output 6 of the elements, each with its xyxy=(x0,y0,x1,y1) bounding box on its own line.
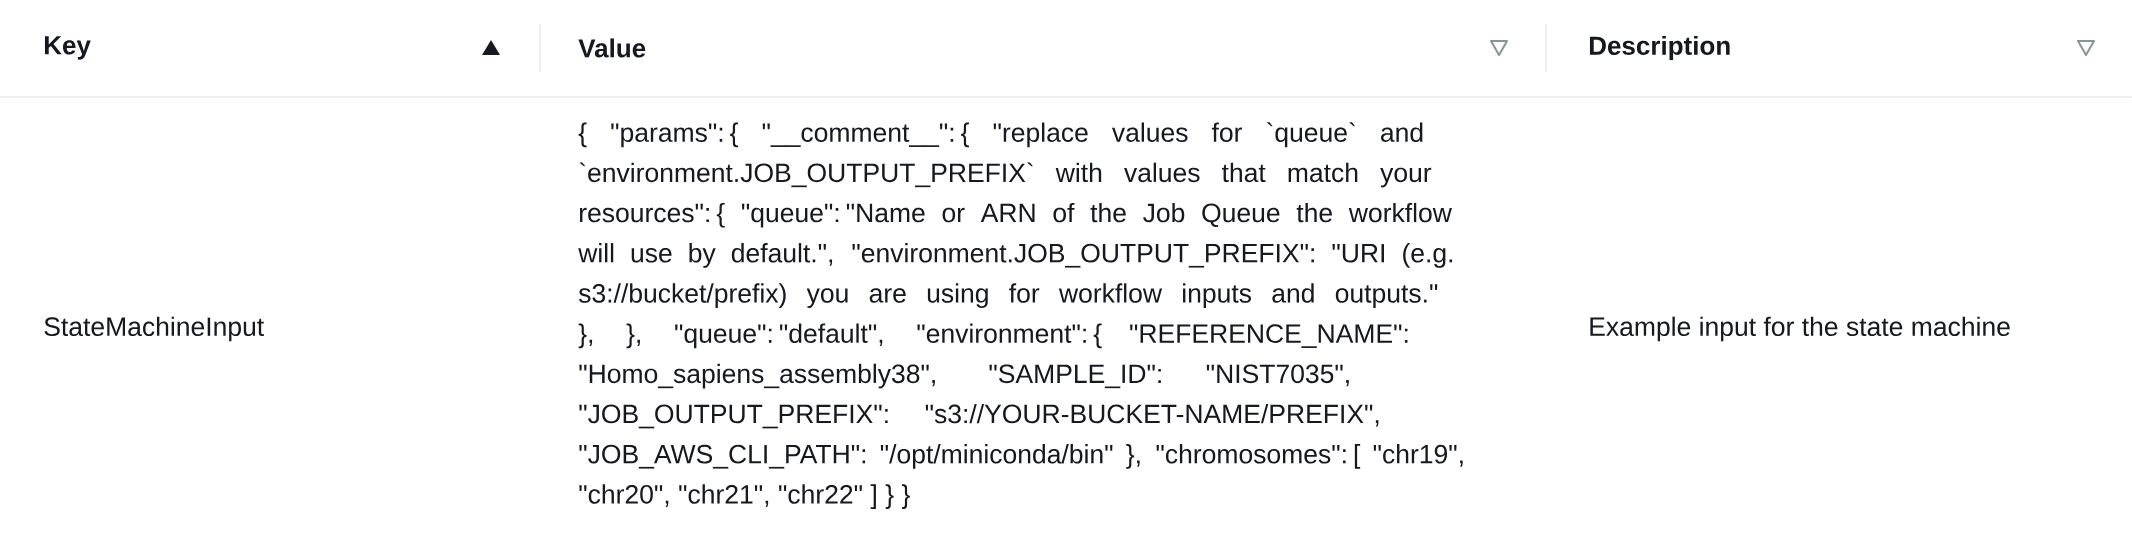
value-text: { "params": { "__comment__": { "replace values for `queue` and `environment.JOB_OUTPUT_PREFIX` with values that match your resources": { "queue": "Name or ARN of the Job Queue the workflow will use by default.", "environment.JOB_OUTPUT_PREFIX": "URI (e.g. s3://bucket/prefix) you are using for workflow inputs and outputs." }, }, "queue": "default", "environment": { "REFERENCE_NAME": "Homo_sapiens_assembly38", "SAMPLE_ID": "NIST7035", "JOB_OUTPUT_PREFIX": "s3://YOUR-BUCKET-NAME/PREFIX", "JOB_AWS_CLI_PATH": "/opt/miniconda/bin" }, "chromosomes": [ "chr19", "chr20", "chr21", "chr22" ] } } xyxy=(578,122,1463,509)
description-text: Example input for the state machine xyxy=(1590,316,2010,342)
column-header: Description xyxy=(1589,35,1730,61)
column-header: Key xyxy=(44,36,91,60)
column-header: Value xyxy=(578,38,646,58)
key-text: StateMachineInput xyxy=(44,316,264,342)
